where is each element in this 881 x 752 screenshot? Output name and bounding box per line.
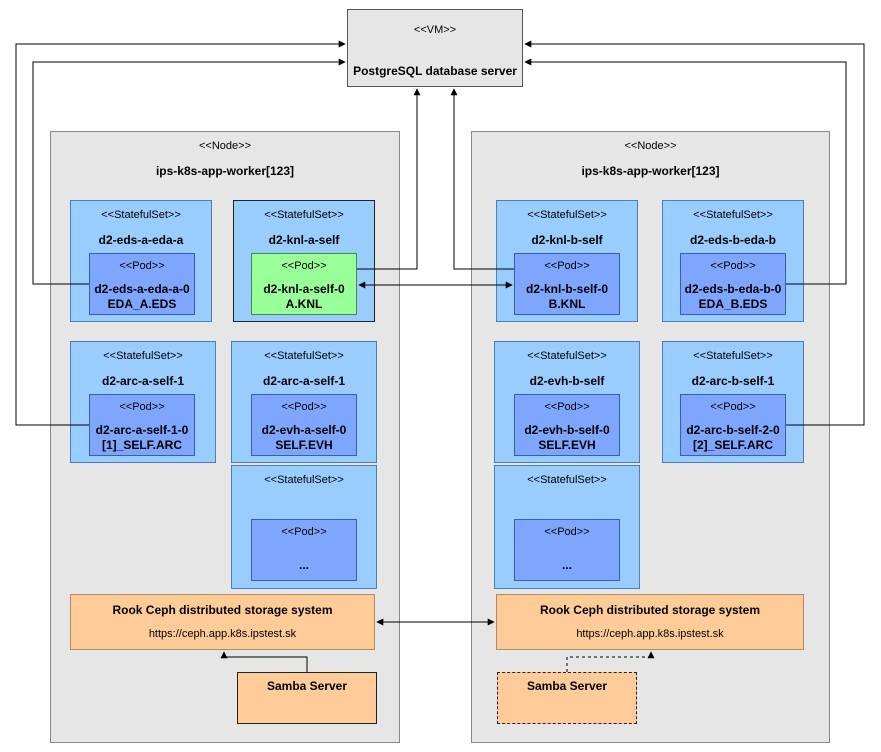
pod-line1: d2-evh-a-self-0 [261,423,347,437]
samba-name: Samba Server [526,679,608,693]
pod-stereotype: <<Pod>> [544,526,590,538]
storage-ceph-b: Rook Ceph distributed storage system htt… [496,594,804,650]
pod-stereotype: <<Pod>> [281,401,327,413]
pod-d2-knl-b-self-0: <<Pod>> d2-knl-b-self-0 B.KNL [514,253,620,315]
pod-line2: SELF.EVH [538,438,596,452]
pod-generic-b: <<Pod>> ... [514,519,620,581]
node-a-stereotype: <<Node>> [199,140,251,152]
statefulset-stereotype: <<StatefulSet>> [101,209,181,221]
pod-line1: d2-eds-b-eda-b-0 [684,282,782,296]
statefulset-stereotype: <<StatefulSet>> [103,350,183,362]
pod-line2: [1]_SELF.ARC [101,438,182,452]
statefulset-name: d2-knl-a-self [268,233,340,247]
edge-arc-a-to-vm [15,40,346,426]
pod-d2-evh-b-self-0: <<Pod>> d2-evh-b-self-0 SELF.EVH [514,394,620,456]
pod-d2-eds-a-eda-a-0: <<Pod>> d2-eds-a-eda-a-0 EDA_A.EDS [89,253,195,315]
pod-stereotype: <<Pod>> [119,401,165,413]
edge-arc-b-to-vm [524,40,865,426]
statefulset-name: d2-evh-b-self [529,374,605,388]
storage-url: https://ceph.app.k8s.ipstest.sk [148,628,297,640]
node-a-name: ips-k8s-app-worker[123] [155,164,295,178]
storage-name: Rook Ceph distributed storage system [112,603,333,617]
statefulset-name: d2-eds-b-eda-b [689,233,776,247]
pod-line2: A.KNL [285,297,323,311]
vm-stereotype: <<VM>> [413,24,457,36]
pod-line1: d2-arc-a-self-1-0 [95,423,189,437]
pod-line1: d2-eds-a-eda-a-0 [94,282,190,296]
pod-line2: [2]_SELF.ARC [692,438,773,452]
pod-line2: EDA_B.EDS [698,297,768,311]
statefulset-name: d2-arc-a-self-1 [101,374,185,388]
pod-stereotype: <<Pod>> [281,526,327,538]
pod-line1: d2-arc-b-self-2-0 [686,423,780,437]
pod-ellipsis: ... [561,558,572,572]
statefulset-stereotype: <<StatefulSet>> [693,209,773,221]
pod-stereotype: <<Pod>> [119,260,165,272]
samba-server-b: Samba Server [497,672,637,724]
statefulset-name: d2-eds-a-eda-a [98,233,184,247]
pod-line1: d2-knl-b-self-0 [525,282,608,296]
pod-generic-a: <<Pod>> ... [251,519,357,581]
statefulset-stereotype: <<StatefulSet>> [527,209,607,221]
samba-name: Samba Server [266,679,348,693]
node-b-stereotype: <<Node>> [624,140,677,152]
statefulset-stereotype: <<StatefulSet>> [264,350,344,362]
pod-stereotype: <<Pod>> [710,401,756,413]
pod-stereotype: <<Pod>> [544,401,590,413]
edge-knl-a-to-vm [357,88,421,270]
statefulset-stereotype: <<StatefulSet>> [264,209,344,221]
edge-knl-b-to-vm [450,88,514,270]
pod-d2-arc-a-self-1-0: <<Pod>> d2-arc-a-self-1-0 [1]_SELF.ARC [89,394,195,456]
vm-postgresql: <<VM>> PostgreSQL database server [347,9,523,87]
pod-stereotype: <<Pod>> [281,260,327,272]
edge-samba-b-to-storage [566,651,655,672]
pod-d2-knl-a-self-0: <<Pod>> d2-knl-a-self-0 A.KNL [251,253,357,315]
pod-line1: d2-knl-a-self-0 [263,282,345,296]
pod-ellipsis: ... [298,558,309,572]
vm-name: PostgreSQL database server [353,64,517,78]
storage-ceph-a: Rook Ceph distributed storage system htt… [70,594,375,650]
statefulset-stereotype: <<StatefulSet>> [264,474,344,486]
pod-d2-eds-b-eda-b-0: <<Pod>> d2-eds-b-eda-b-0 EDA_B.EDS [680,253,786,315]
pod-stereotype: <<Pod>> [544,260,590,272]
statefulset-name: d2-arc-a-self-1 [262,374,346,388]
storage-name: Rook Ceph distributed storage system [539,603,761,617]
storage-url: https://ceph.app.k8s.ipstest.sk [576,628,724,640]
edge-samba-a-to-storage [220,651,308,672]
pod-line1: d2-evh-b-self-0 [524,423,610,437]
edge-eds-b-to-vm [524,58,847,285]
pod-stereotype: <<Pod>> [710,260,756,272]
pod-d2-evh-a-self-0: <<Pod>> d2-evh-a-self-0 SELF.EVH [251,394,357,456]
node-b-name: ips-k8s-app-worker[123] [581,164,720,178]
statefulset-name: d2-knl-b-self [531,233,603,247]
statefulset-stereotype: <<StatefulSet>> [527,350,607,362]
statefulset-stereotype: <<StatefulSet>> [693,350,773,362]
pod-line2: B.KNL [548,297,586,311]
samba-server-a: Samba Server [237,672,377,724]
edge-eds-a-to-vm [32,58,346,285]
pod-d2-arc-b-self-2-0: <<Pod>> d2-arc-b-self-2-0 [2]_SELF.ARC [680,394,786,456]
pod-line2: EDA_A.EDS [107,297,177,311]
statefulset-stereotype: <<StatefulSet>> [527,474,607,486]
statefulset-name: d2-arc-b-self-1 [691,374,775,388]
pod-line2: SELF.EVH [275,438,333,452]
